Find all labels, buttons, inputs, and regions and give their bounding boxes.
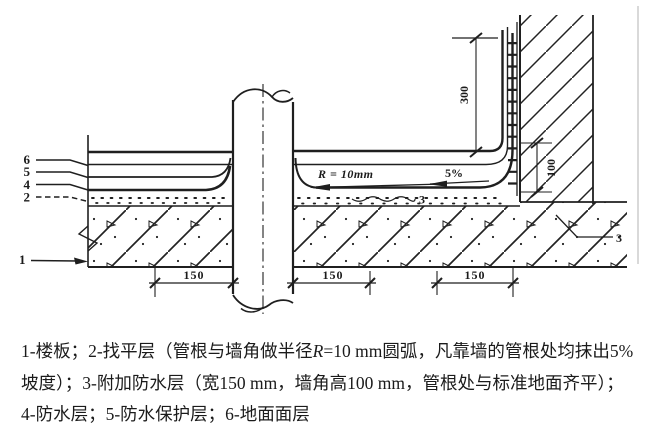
dim150-right-text: 150 bbox=[465, 268, 486, 282]
additional-layer-upturn bbox=[88, 165, 232, 192]
pipe bbox=[231, 84, 295, 314]
dim150-tick-e bbox=[431, 277, 443, 289]
callout-3-mid-leader bbox=[351, 196, 416, 202]
protective-layer-wall-upturn bbox=[294, 27, 509, 166]
legend-line1-variable: R bbox=[312, 341, 324, 361]
callout-1-arrowhead bbox=[74, 257, 88, 265]
dim-100-text: 100 bbox=[544, 159, 558, 177]
dim-300-tick-top bbox=[469, 32, 483, 44]
floor-slab bbox=[77, 135, 627, 268]
slope-label: 5% bbox=[445, 166, 463, 180]
dim150-tick-b bbox=[227, 277, 239, 289]
legend-line1-post: =10 mm圆弧，凡靠墙的管根处均抹出5%坡度） bbox=[21, 341, 634, 393]
pipe-bottom-break-cross bbox=[240, 306, 264, 313]
finish-surface-wall-upturn bbox=[293, 30, 504, 153]
fillet-radius-label: R = 10mm bbox=[317, 167, 374, 181]
additional-layer-wall-upturn bbox=[316, 33, 514, 189]
callout-3-right-leader bbox=[555, 214, 613, 238]
slab-right-hatch bbox=[293, 202, 627, 267]
floor-layers-left bbox=[88, 150, 232, 204]
pipe-floor-wall-detail-drawing: R = 10mm 5% 3 300 bbox=[19, 6, 639, 314]
dim-300-text: 300 bbox=[457, 86, 471, 104]
dim150-tick-a bbox=[149, 277, 161, 289]
additional-layer-callout-right: 3 bbox=[555, 214, 622, 245]
callout-2: 2 bbox=[24, 190, 31, 205]
dim-100: 100 bbox=[521, 137, 558, 198]
callout-2-leader bbox=[36, 196, 89, 203]
dims-150: 150 150 150 bbox=[149, 268, 519, 297]
slab-left-hatch bbox=[88, 206, 233, 267]
wall-hatch bbox=[520, 15, 593, 202]
legend-line3: 5-防水保护层；6-地面面层 bbox=[105, 404, 310, 424]
dim150-tick-f bbox=[507, 277, 519, 289]
dim150-tick-c bbox=[287, 277, 299, 289]
dim150-mid-text: 150 bbox=[323, 268, 344, 282]
callout-4: 4 bbox=[24, 177, 31, 192]
legend-line2: ；3-附加防水层（宽150 mm，墙角高100 mm，管根处与标准地面齐平）；4… bbox=[21, 372, 624, 425]
dim-300-tick-bottom bbox=[469, 146, 483, 158]
floor-layers-right bbox=[293, 22, 518, 205]
callout-6: 6 bbox=[24, 152, 31, 167]
layer-callouts-left: 6 5 4 2 bbox=[24, 152, 89, 205]
callout-4-leader bbox=[36, 183, 89, 191]
callout-5-leader bbox=[36, 171, 89, 179]
break-zigzag bbox=[77, 225, 99, 252]
callout-3-mid: 3 bbox=[419, 193, 425, 207]
dim150-left-text: 150 bbox=[184, 268, 205, 282]
callout-6-leader bbox=[36, 159, 89, 167]
legend-caption: 1-楼板；2-找平层（管根与墙角做半径R=10 mm圆弧，凡靠墙的管根处均抹出5… bbox=[21, 336, 637, 431]
slope-arrow-shaft2 bbox=[312, 183, 444, 189]
callout-1-leader bbox=[30, 259, 79, 262]
pipe-root-fillet bbox=[294, 157, 317, 189]
waterproof-layer-upturn bbox=[88, 157, 232, 178]
dim-100-tick-bottom bbox=[530, 186, 544, 198]
callout-5: 5 bbox=[24, 164, 31, 179]
slab-callout: 1 bbox=[19, 252, 88, 267]
dim-100-tick-top bbox=[530, 137, 544, 149]
legend-line1-pre: 1-楼板；2-找平层（管根与墙角做半径 bbox=[21, 341, 313, 361]
dim-300: 300 bbox=[452, 32, 498, 158]
wall bbox=[519, 6, 639, 264]
slope-arrowhead-left bbox=[310, 184, 330, 191]
pipe-bottom-break bbox=[232, 294, 294, 310]
callout-1: 1 bbox=[19, 252, 26, 267]
dim150-tick-d bbox=[364, 277, 376, 289]
callout-3-right: 3 bbox=[616, 231, 622, 245]
pipe-top-break-cross bbox=[271, 89, 291, 98]
